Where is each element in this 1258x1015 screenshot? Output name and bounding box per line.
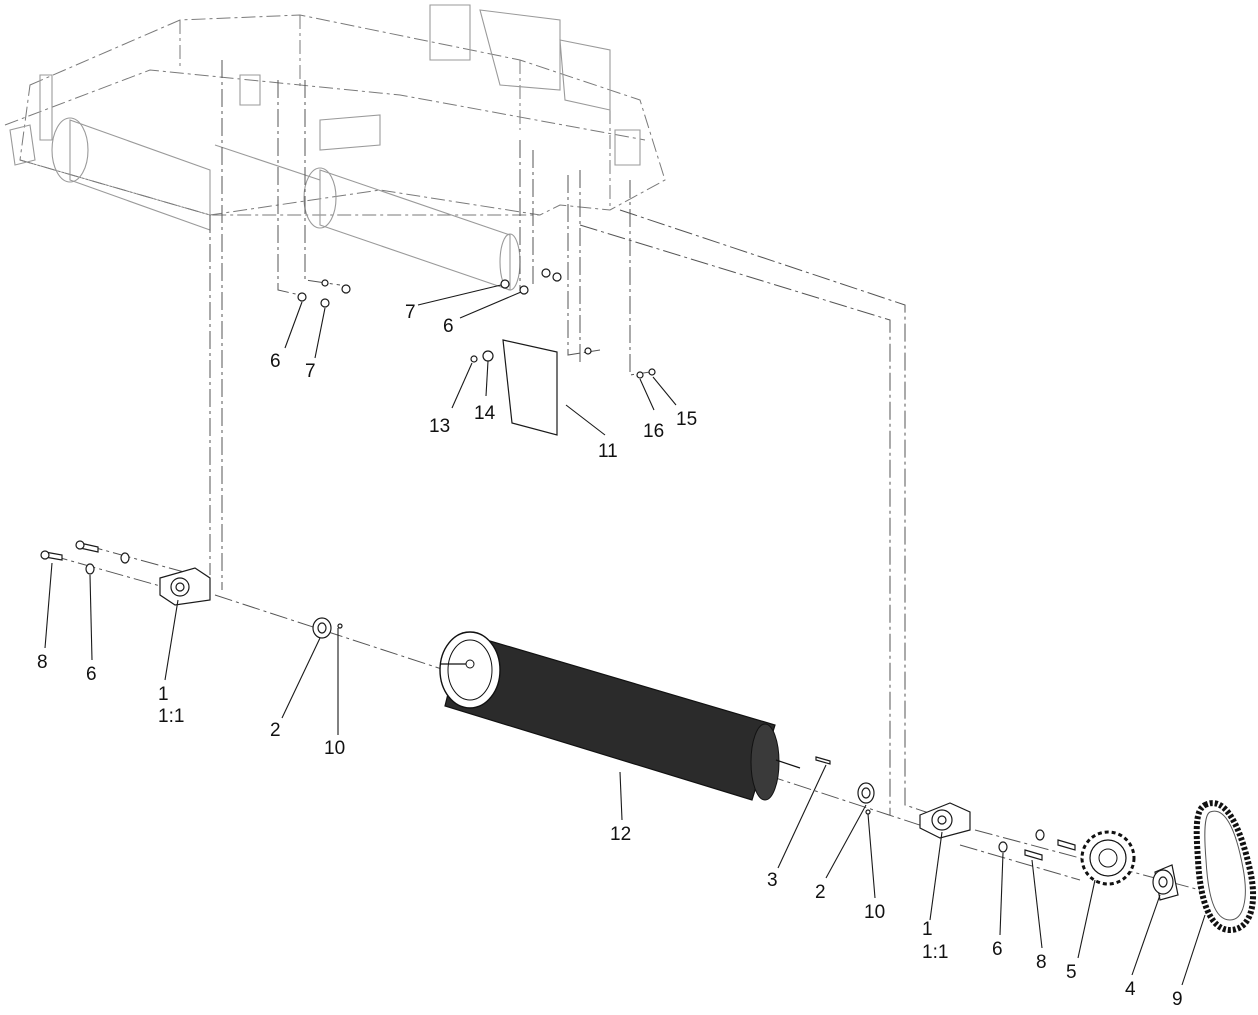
callout-4: 4 (1125, 979, 1136, 1000)
hub (1152, 864, 1179, 901)
drive-chain (1193, 800, 1256, 934)
callout-9: 9 (1172, 989, 1183, 1010)
callout-12: 12 (610, 824, 631, 845)
callout-6-left: 6 (86, 664, 97, 685)
callout-5: 5 (1066, 962, 1077, 983)
callout-2-left: 2 (270, 720, 281, 741)
upper-fasteners (297, 268, 656, 379)
callout-7-upper-mid: 7 (405, 302, 416, 323)
callout-6-upper-left: 6 (270, 351, 281, 372)
callout-10-right: 10 (864, 902, 885, 923)
assembly-lines (49, 60, 1201, 891)
callout-1-right: 1 (922, 919, 933, 940)
callout-10-left: 10 (324, 738, 345, 759)
callout-14: 14 (474, 403, 496, 424)
callout-8-left: 8 (37, 652, 48, 673)
callout-8-right: 8 (1036, 952, 1047, 973)
sprocket (1080, 830, 1136, 886)
callout-labels: 8 6 1 1:1 2 10 12 3 2 10 1 1:1 6 8 5 4 9… (37, 302, 1183, 1010)
callout-7-upper-left: 7 (305, 361, 316, 382)
right-bearing-group (857, 782, 1076, 861)
callout-6-right: 6 (992, 939, 1003, 960)
plate-part-11 (502, 339, 558, 436)
main-roller (439, 631, 831, 801)
callout-1-1-left: 1:1 (158, 706, 184, 727)
leader-lines (44, 284, 1206, 986)
callout-2-right: 2 (815, 882, 826, 903)
callout-1-left: 1 (158, 684, 169, 705)
machine-frame-outline (4, 4, 666, 216)
left-bearing-group (40, 540, 343, 639)
callout-15: 15 (676, 409, 697, 430)
callout-16: 16 (643, 421, 664, 442)
callout-11: 11 (598, 441, 618, 462)
callout-13: 13 (429, 416, 450, 437)
callout-6-upper-mid: 6 (443, 316, 454, 337)
callout-1-1-right: 1:1 (922, 942, 948, 963)
callout-3: 3 (767, 870, 778, 891)
